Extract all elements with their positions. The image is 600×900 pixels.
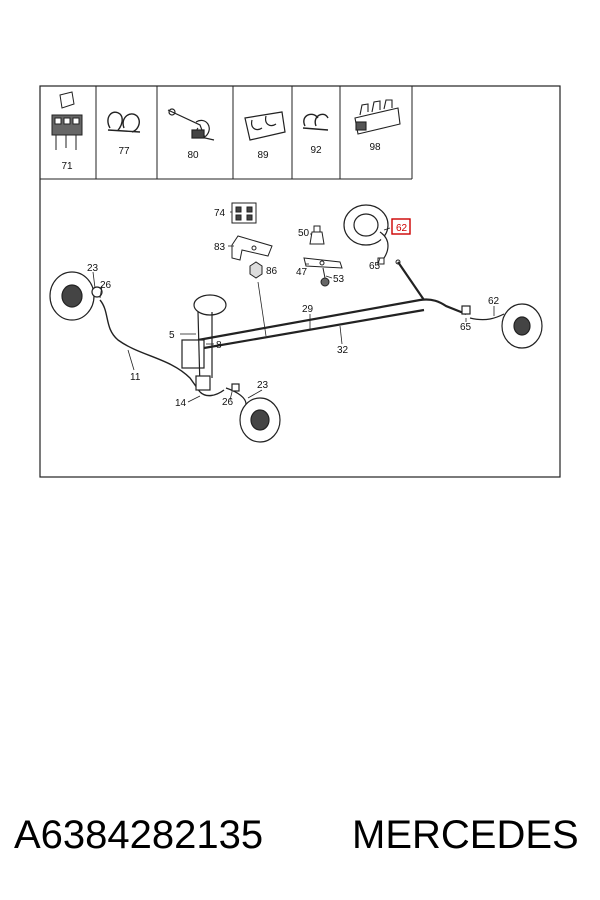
callout-5: 5 (169, 330, 175, 341)
bleeder-valve-part (309, 225, 325, 245)
callout-83: 83 (214, 242, 226, 253)
callout-23-left: 23 (87, 263, 99, 274)
callout-8: 8 (216, 340, 222, 351)
callout-29: 29 (302, 304, 314, 315)
thumb-label-71: 71 (61, 161, 73, 172)
mounting-bracket-part (231, 235, 273, 261)
callout-74: 74 (214, 208, 226, 219)
brake-line-diagram: 71 77 80 89 92 98 (39, 85, 561, 478)
brake-line-14 (199, 389, 225, 397)
thumb-label-98: 98 (369, 142, 381, 153)
thumb-label-77: 77 (118, 146, 130, 157)
thumb-label-89: 89 (257, 150, 269, 161)
callout-47: 47 (296, 267, 308, 278)
brake-disc-bottom-part (225, 383, 281, 443)
brake-disc-top-part (343, 204, 389, 259)
callout-53: 53 (333, 274, 345, 285)
thumb-label-92: 92 (310, 145, 322, 156)
highlight-box-62 (391, 218, 411, 235)
pipe-clamp-icon (244, 111, 286, 141)
multi-clip-icon (354, 99, 401, 135)
diagram-frame (39, 85, 561, 478)
part-number: A6384282135 (14, 812, 264, 857)
callout-86: 86 (266, 266, 278, 277)
callout-62-right: 62 (488, 296, 500, 307)
double-clip-icon (107, 111, 141, 133)
callout-65-right: 65 (460, 322, 472, 333)
thumb-label-80: 80 (187, 150, 199, 161)
part-caption: A6384282135 MERCEDES (0, 800, 600, 870)
callout-32: 32 (337, 345, 349, 356)
bracket-clip-icon (167, 108, 215, 141)
brake-line-32 (203, 261, 425, 350)
connector-block-icon (51, 91, 83, 150)
callout-26-bottom: 26 (222, 397, 234, 408)
callout-50: 50 (298, 228, 310, 239)
callout-14: 14 (175, 398, 187, 409)
callout-65-top: 65 (369, 261, 381, 272)
brake-disc-left-part (49, 271, 103, 321)
brand-name: MERCEDES (352, 812, 579, 857)
clip-part-65-top (377, 257, 401, 265)
brake-line-11 (99, 299, 201, 393)
small-clip-icon (302, 113, 329, 131)
brake-block-part (231, 202, 257, 224)
callout-23-bottom: 23 (257, 380, 269, 391)
brake-disc-right-part (461, 303, 543, 349)
brake-line-29 (197, 298, 467, 342)
brake-distributor-part (181, 294, 227, 391)
callout-62-highlighted: 62 (396, 223, 408, 234)
callout-11: 11 (130, 372, 141, 383)
hose-bracket-part (303, 257, 343, 287)
leader-lines (92, 211, 495, 403)
nut-part (249, 261, 263, 279)
callout-26-left: 26 (100, 280, 112, 291)
